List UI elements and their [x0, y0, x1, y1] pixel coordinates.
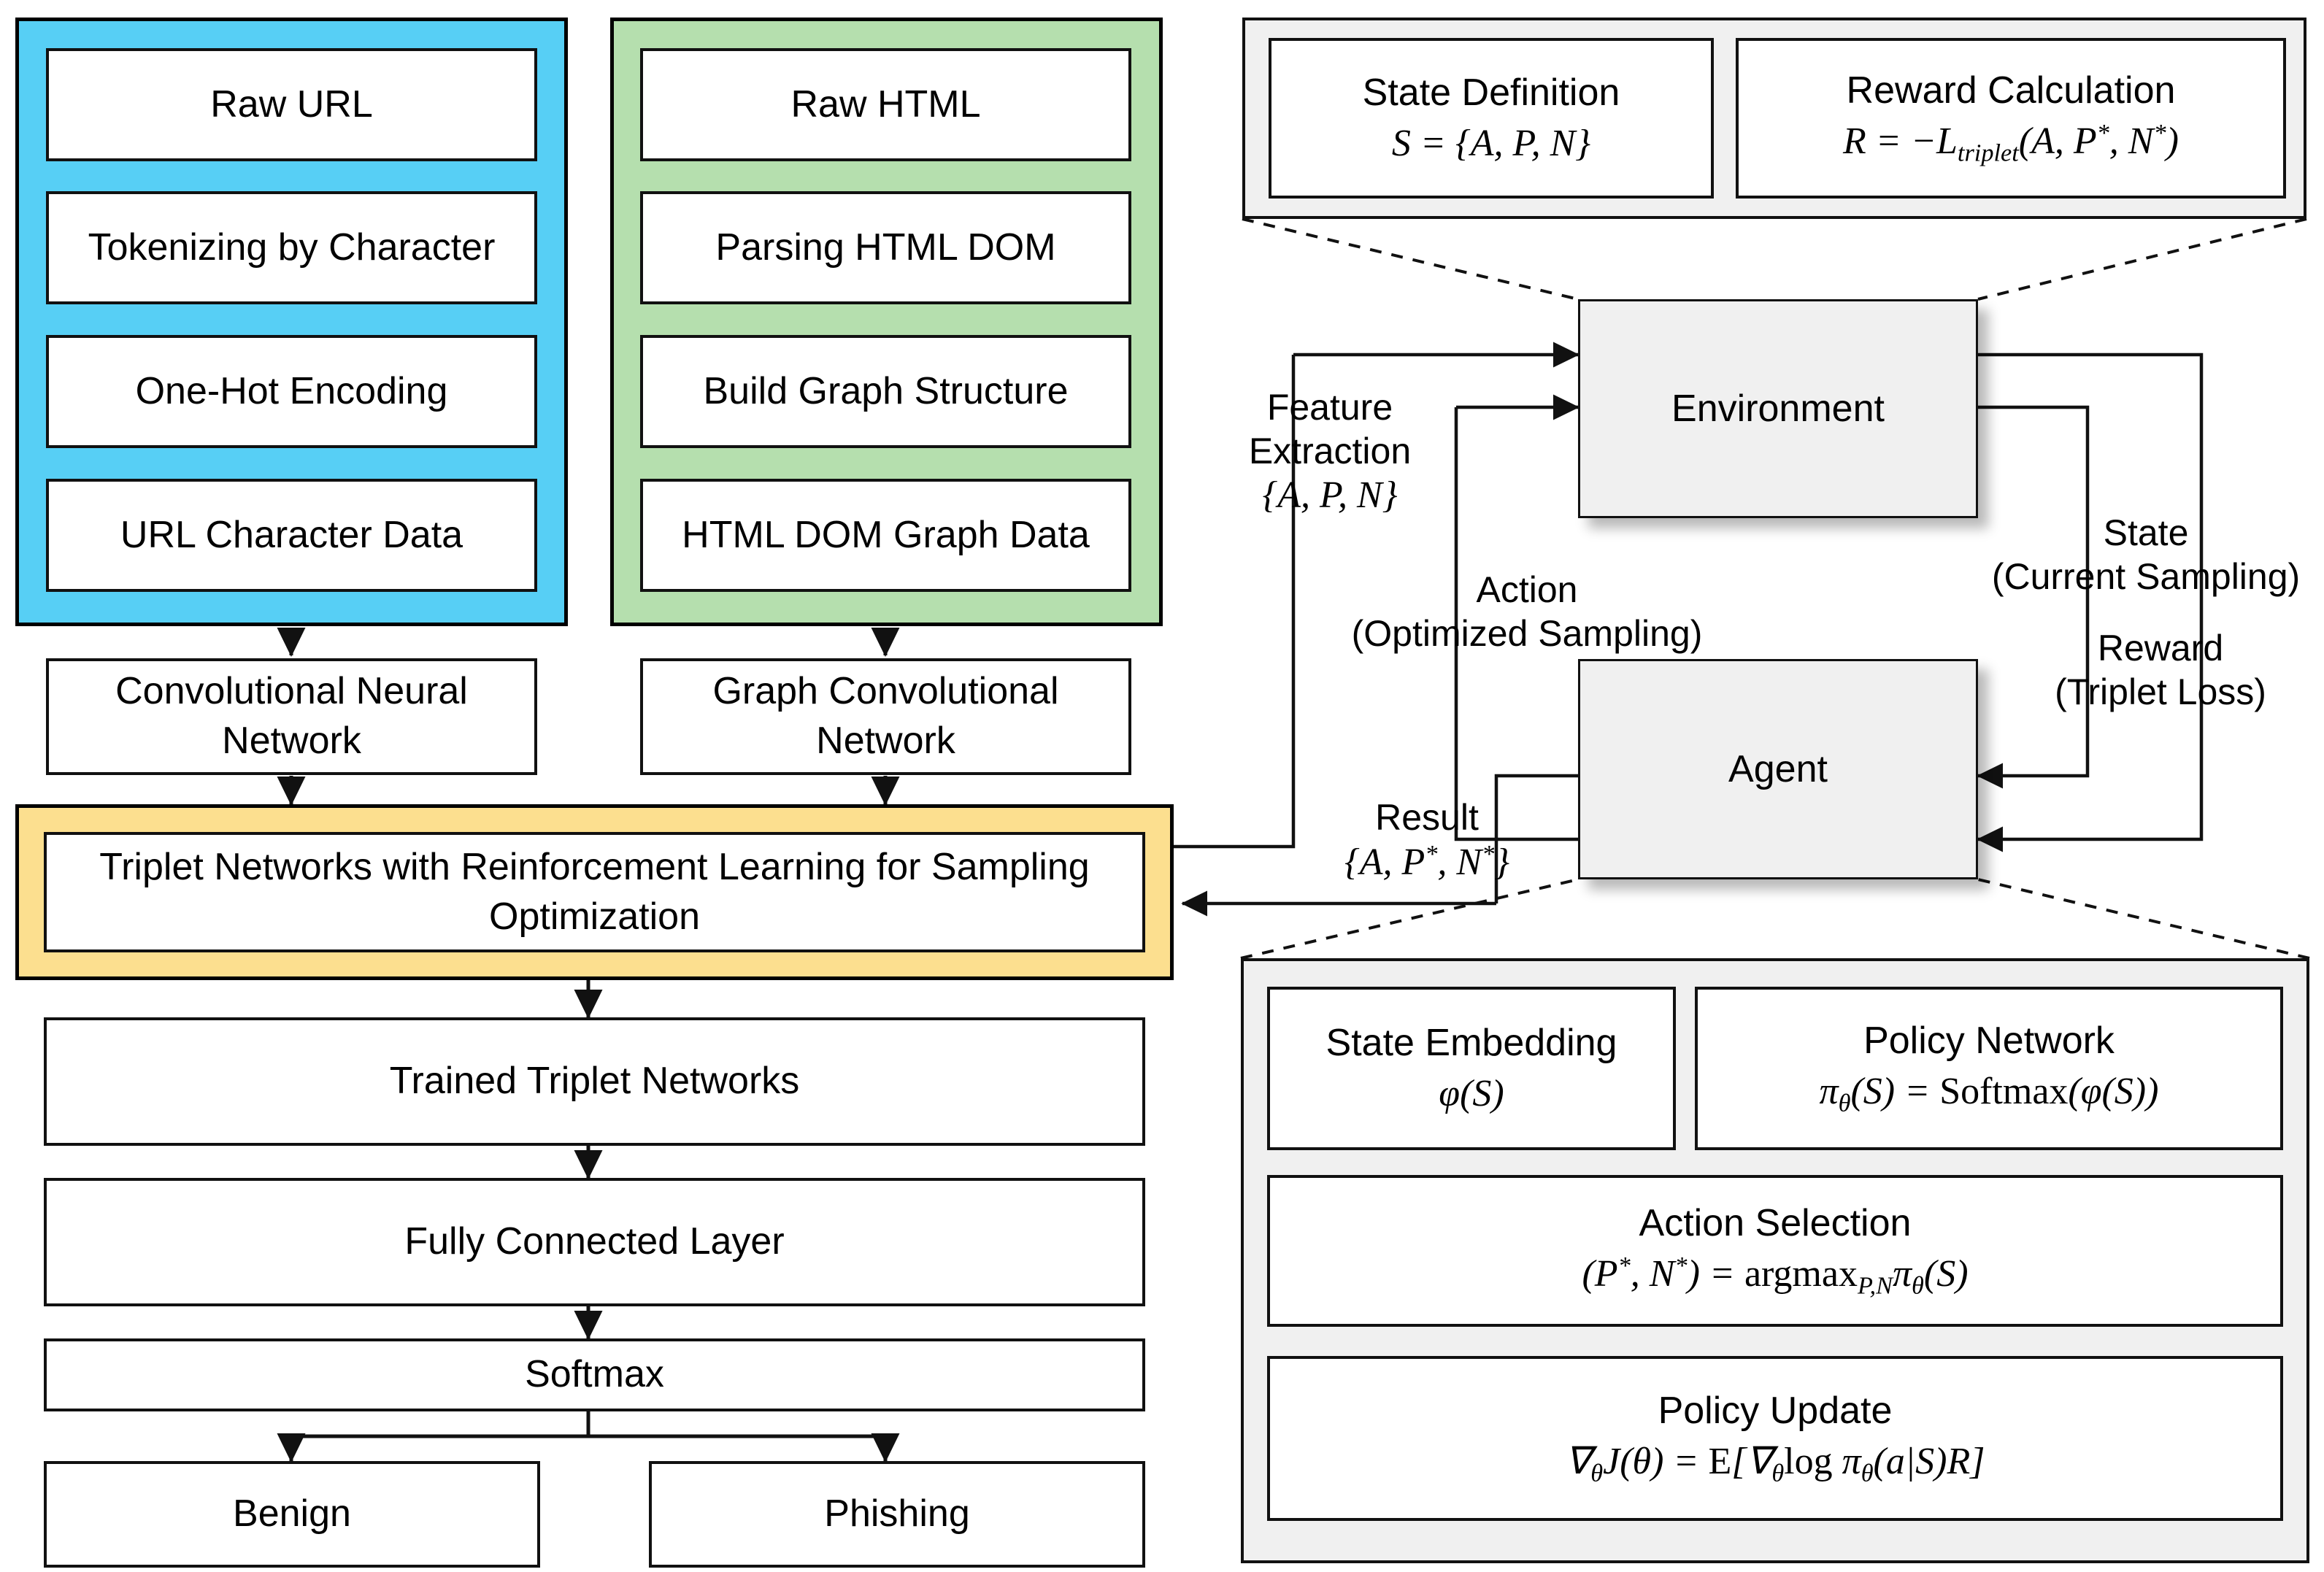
label-action-l1: Action: [1476, 569, 1578, 610]
box-cnn[interactable]: Convolutional Neural Network: [46, 658, 537, 775]
card-policy-network[interactable]: Policy Network πθ(S) = Softmax(φ(S)): [1695, 987, 2283, 1150]
box-fully-connected-layer[interactable]: Fully Connected Layer: [44, 1178, 1145, 1306]
card-state-definition[interactable]: State Definition S = {A, P, N}: [1269, 38, 1714, 199]
card-policy-update-title: Policy Update: [1658, 1389, 1893, 1432]
card-reward-calculation-title: Reward Calculation: [1846, 69, 2176, 112]
card-reward-calculation-formula: R = −Ltriplet(A, P*, N*): [1843, 119, 2179, 167]
card-policy-network-formula: πθ(S) = Softmax(φ(S)): [1819, 1071, 2159, 1117]
card-state-embedding-title: State Embedding: [1325, 1021, 1617, 1064]
label-result-l1: Result: [1375, 797, 1479, 838]
card-action-selection-title: Action Selection: [1639, 1201, 1912, 1244]
environment-box[interactable]: Environment: [1578, 299, 1978, 518]
label-state-l1: State: [2103, 512, 2189, 553]
card-action-selection-formula: (P*, N*) = argmaxP,Nπθ(S): [1582, 1252, 1969, 1300]
box-build-graph-structure[interactable]: Build Graph Structure: [640, 335, 1131, 448]
label-feature-extraction-formula: {A, P, N}: [1262, 474, 1398, 516]
card-action-selection[interactable]: Action Selection (P*, N*) = argmaxP,Nπθ(…: [1267, 1175, 2283, 1327]
label-state-l2: (Current Sampling): [1991, 556, 2301, 597]
card-state-embedding[interactable]: State Embedding φ(S): [1267, 987, 1676, 1150]
label-action-l2: (Optimized Sampling): [1351, 613, 1703, 654]
box-trained-triplet-networks[interactable]: Trained Triplet Networks: [44, 1017, 1145, 1146]
card-reward-calculation[interactable]: Reward Calculation R = −Ltriplet(A, P*, …: [1736, 38, 2286, 199]
card-state-definition-formula: S = {A, P, N}: [1391, 123, 1591, 164]
box-triplet-rl-sampling[interactable]: Triplet Networks with Reinforcement Lear…: [44, 832, 1145, 952]
box-tokenizing[interactable]: Tokenizing by Character: [46, 191, 537, 304]
card-state-definition-title: State Definition: [1362, 71, 1620, 114]
label-state: State (Current Sampling): [1971, 511, 2321, 598]
box-output-benign[interactable]: Benign: [44, 1461, 540, 1568]
label-result: Result {A, P*, N*}: [1307, 795, 1547, 886]
label-reward-l2: (Triplet Loss): [2055, 671, 2266, 712]
box-one-hot-encoding[interactable]: One-Hot Encoding: [46, 335, 537, 448]
box-raw-html[interactable]: Raw HTML: [640, 48, 1131, 161]
card-policy-network-title: Policy Network: [1863, 1019, 2115, 1062]
card-policy-update[interactable]: Policy Update ∇θJ(θ) = E[∇θlog πθ(a|S)R]: [1267, 1356, 2283, 1521]
box-url-character-data[interactable]: URL Character Data: [46, 479, 537, 592]
label-reward: Reward (Triplet Loss): [2015, 626, 2306, 714]
box-parsing-html-dom[interactable]: Parsing HTML DOM: [640, 191, 1131, 304]
card-state-embedding-formula: φ(S): [1439, 1073, 1504, 1114]
label-feature-extraction-l1: Feature: [1266, 387, 1393, 428]
label-result-formula: {A, P*, N*}: [1344, 840, 1510, 884]
label-feature-extraction-l2: Extraction: [1248, 431, 1412, 471]
box-gcn[interactable]: Graph Convolutional Network: [640, 658, 1131, 775]
box-output-phishing[interactable]: Phishing: [649, 1461, 1145, 1568]
agent-box[interactable]: Agent: [1578, 659, 1978, 879]
card-policy-update-formula: ∇θJ(θ) = E[∇θlog πθ(a|S)R]: [1565, 1441, 1985, 1487]
box-softmax[interactable]: Softmax: [44, 1338, 1145, 1411]
box-raw-url[interactable]: Raw URL: [46, 48, 537, 161]
label-feature-extraction: Feature Extraction {A, P, N}: [1220, 385, 1439, 518]
label-reward-l1: Reward: [2097, 628, 2224, 669]
box-html-dom-graph-data[interactable]: HTML DOM Graph Data: [640, 479, 1131, 592]
label-action: Action (Optimized Sampling): [1286, 568, 1768, 655]
